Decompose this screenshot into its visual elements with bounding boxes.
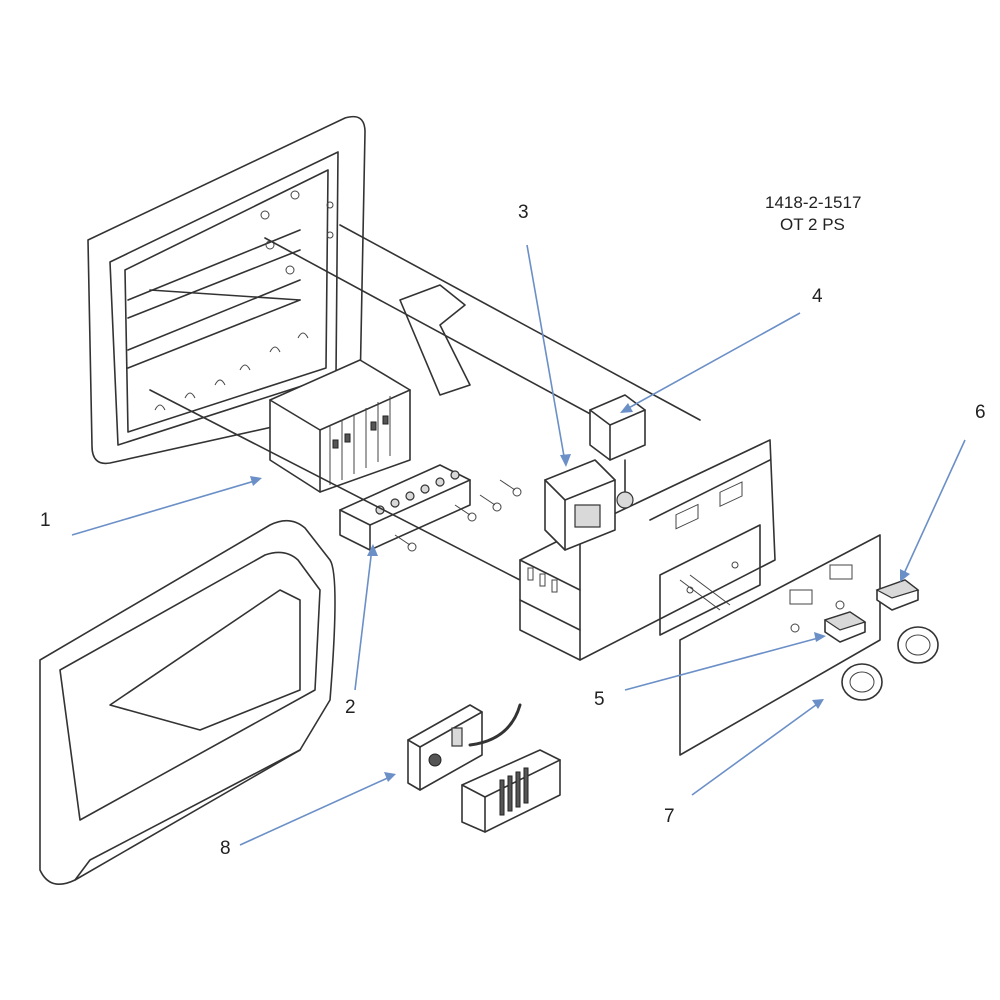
callout-3: 3 — [518, 202, 529, 223]
callout-8: 8 — [220, 838, 231, 859]
front-cover — [39, 519, 336, 886]
leader-lines — [71, 244, 966, 846]
callout-7: 7 — [664, 806, 675, 827]
callout-2: 2 — [345, 697, 356, 718]
callout-4: 4 — [812, 286, 823, 307]
heat-sink — [461, 749, 561, 833]
sensor-board — [407, 703, 522, 791]
callout-5: 5 — [594, 689, 605, 710]
part-code-line-1: 1418-2-1517 — [765, 193, 861, 212]
rocker-switch-6 — [875, 579, 920, 611]
pressure-switch — [544, 459, 616, 551]
callout-6: 6 — [975, 402, 986, 423]
knobs — [841, 626, 939, 701]
rocker-switch-5 — [823, 611, 867, 643]
part-code-line-2: OT 2 PS — [780, 215, 845, 234]
callout-1: 1 — [40, 510, 51, 531]
control-panel — [659, 524, 881, 756]
terminal-strip — [339, 464, 522, 552]
chassis — [149, 224, 776, 661]
contactor-block — [269, 359, 411, 493]
